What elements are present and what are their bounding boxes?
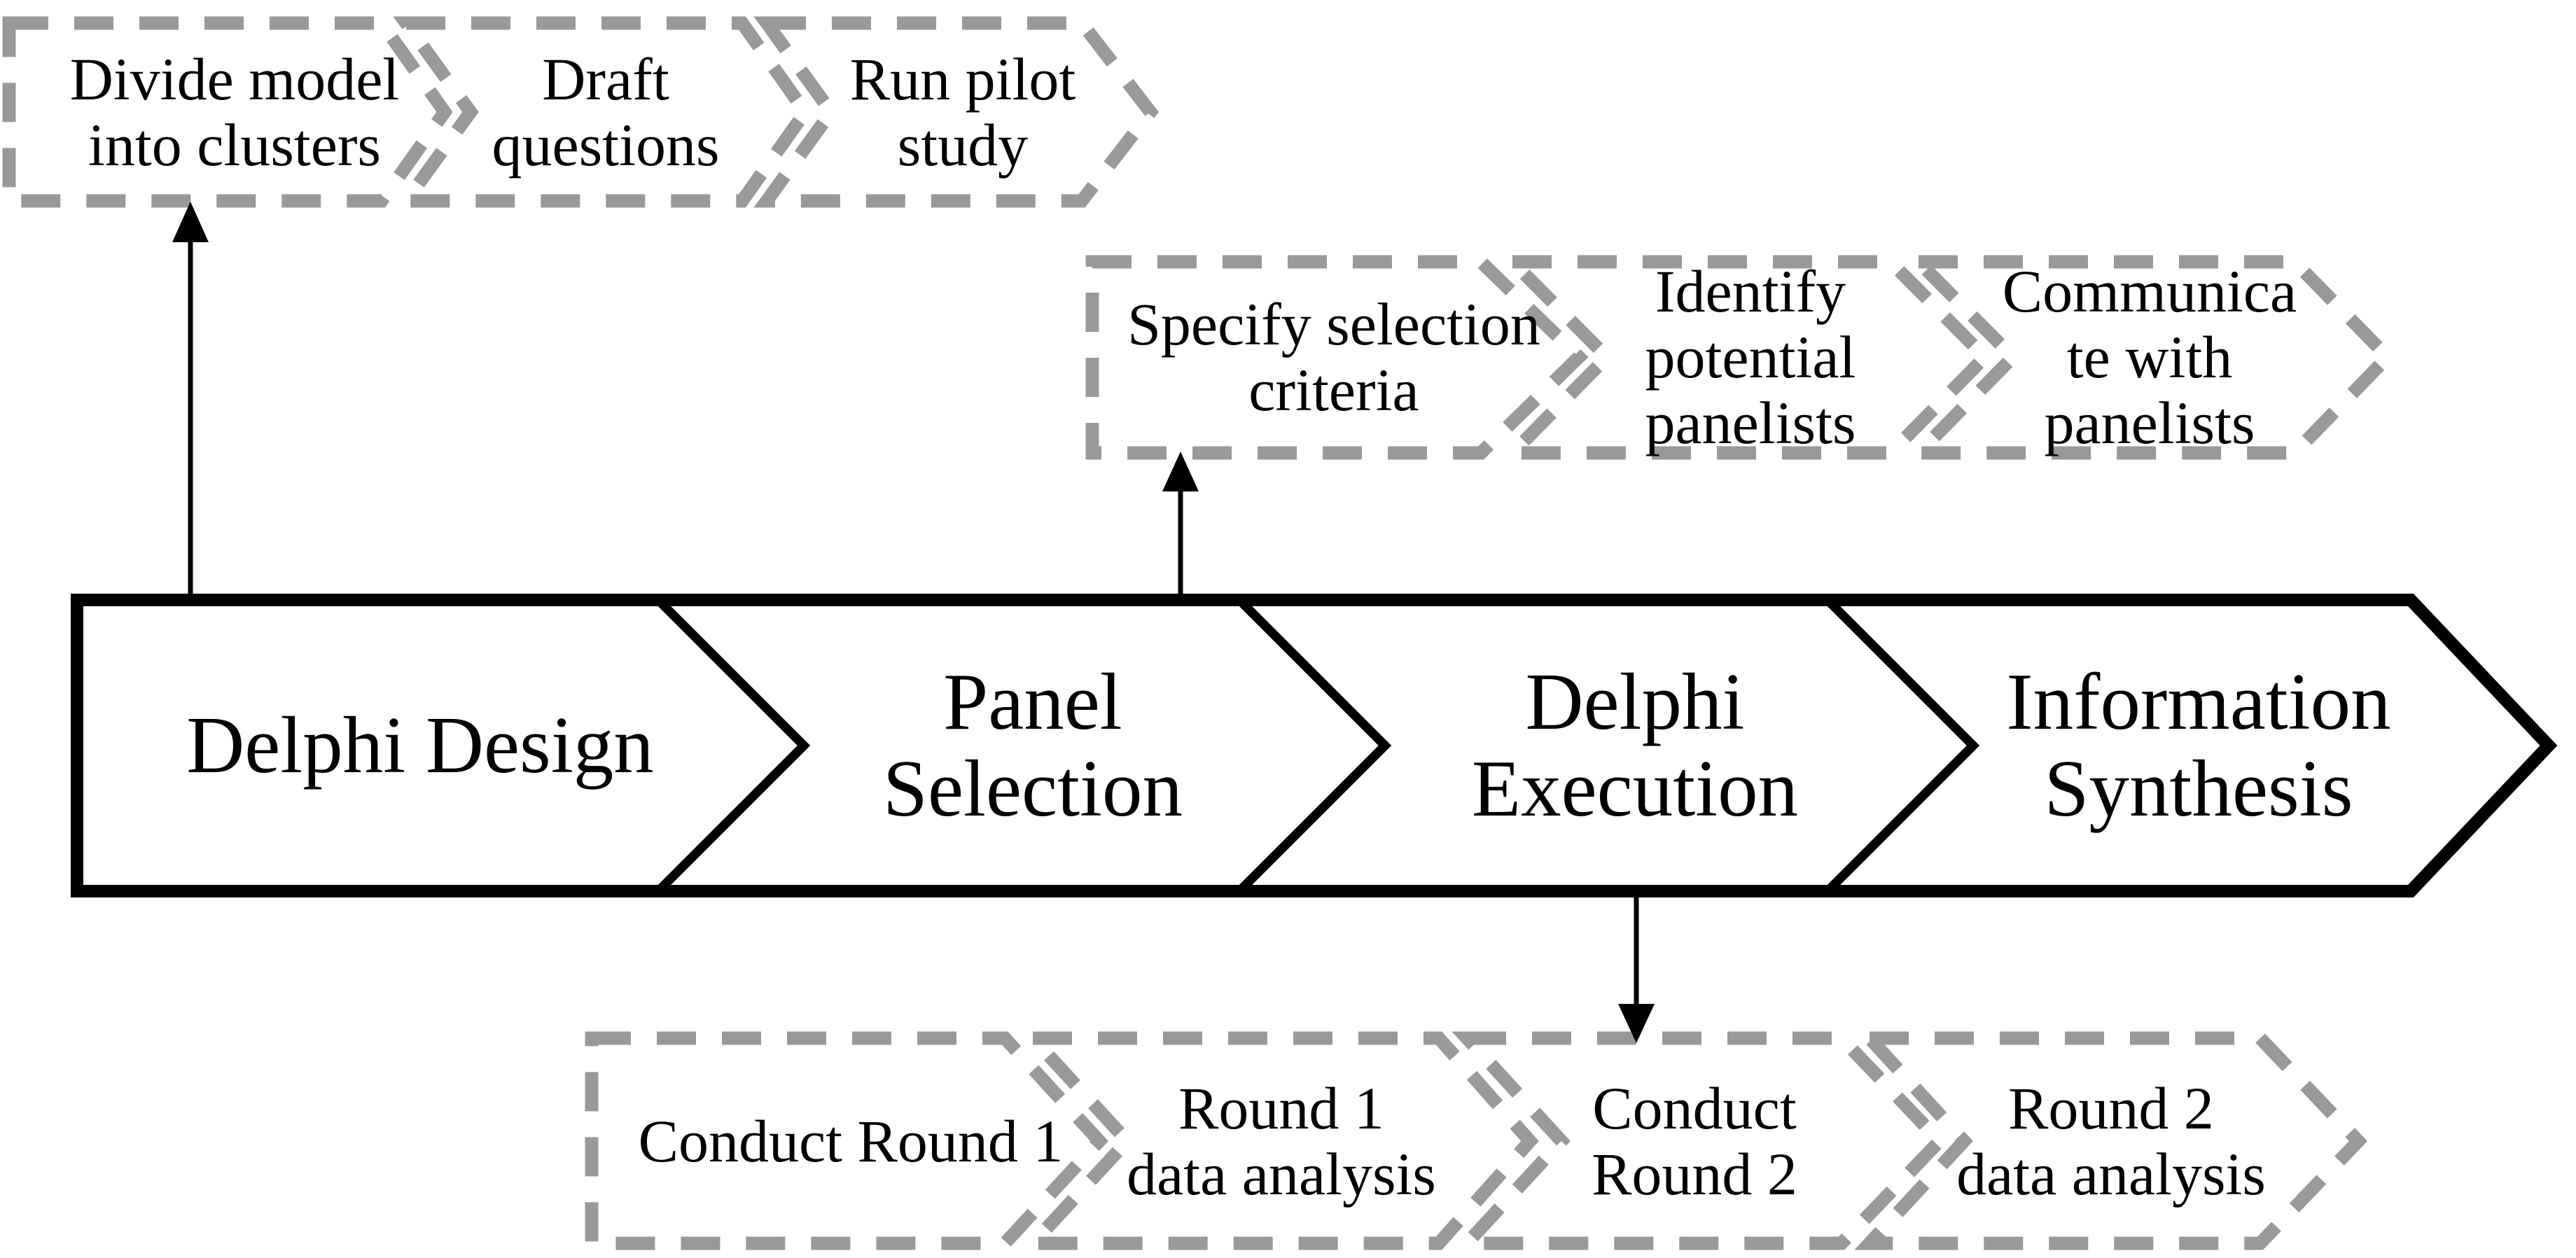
label-line: questions bbox=[492, 111, 720, 179]
stage-label-delphi-design: Delphi Design bbox=[186, 702, 654, 789]
chevron-specify-selection-criteria bbox=[1085, 255, 1589, 460]
arrow-down-icon bbox=[1618, 1004, 1655, 1043]
label-line: Round 2 bbox=[1592, 1140, 1797, 1208]
label-line: Divide model bbox=[69, 46, 400, 113]
main-divider-3 bbox=[1824, 596, 1980, 895]
chevron-identify-potential-panelists bbox=[1496, 255, 1995, 460]
chevron-draft-questions bbox=[393, 16, 814, 208]
step-label-round-2-data-analysis: Round 2 data analysis bbox=[1956, 1075, 2266, 1207]
arrow-up-icon bbox=[172, 202, 209, 242]
label-line: Conduct Round 1 bbox=[638, 1107, 1064, 1175]
main-band-outline bbox=[71, 594, 2558, 897]
step-label-draft-questions: Draft questions bbox=[492, 46, 720, 178]
connectors bbox=[172, 202, 1655, 1043]
label-line: panelists bbox=[2044, 389, 2255, 456]
label-line: criteria bbox=[1248, 356, 1419, 424]
subprocess-group-delphi-design bbox=[2, 16, 1159, 208]
chevron-run-pilot-study bbox=[753, 16, 1159, 208]
main-divider-2 bbox=[1236, 596, 1392, 895]
label-line: study bbox=[897, 111, 1029, 179]
label-line: potential bbox=[1645, 323, 1856, 391]
subprocess-group-panel-selection bbox=[1085, 255, 2397, 460]
label-line: Round 1 bbox=[1178, 1075, 1384, 1142]
label-line: Execution bbox=[1471, 744, 1799, 833]
main-divider-1 bbox=[655, 596, 811, 895]
label-line: Round 2 bbox=[2008, 1075, 2214, 1142]
step-label-round-1-data-analysis: Round 1 data analysis bbox=[1127, 1075, 1436, 1207]
label-line: Communica bbox=[2002, 258, 2297, 325]
step-label-divide-model-into-clusters: Divide model into clusters bbox=[70, 46, 400, 178]
label-line: Delphi bbox=[1525, 657, 1745, 746]
stage-label-panel-selection: Panel Selection bbox=[883, 659, 1183, 832]
step-label-communicate-with-panelists: Communica te with panelists bbox=[2003, 258, 2297, 456]
chevron-communicate-with-panelists bbox=[1902, 255, 2397, 460]
label-line: Draft bbox=[542, 46, 669, 113]
label-line: Synthesis bbox=[2044, 744, 2353, 833]
stage-label-delphi-execution: Delphi Execution bbox=[1472, 659, 1798, 832]
label-line: Run pilot bbox=[849, 46, 1076, 113]
label-line: panelists bbox=[1645, 389, 1856, 456]
arrow-up-icon bbox=[1162, 452, 1199, 491]
label-line: into clusters bbox=[88, 111, 381, 179]
label-line: Delphi Design bbox=[186, 701, 654, 790]
step-label-run-pilot-study: Run pilot study bbox=[850, 46, 1076, 178]
label-line: Identify bbox=[1655, 258, 1846, 325]
chevron-divide-model-into-clusters bbox=[2, 16, 453, 208]
step-label-identify-potential-panelists: Identify potential panelists bbox=[1645, 258, 1856, 456]
label-line: te with bbox=[2066, 323, 2233, 391]
step-label-conduct-round-2: Conduct Round 2 bbox=[1592, 1075, 1797, 1207]
chevron-round-2-data-analysis bbox=[1854, 1031, 2368, 1250]
label-line: data analysis bbox=[1956, 1140, 2266, 1208]
label-line: data analysis bbox=[1127, 1140, 1436, 1208]
step-label-conduct-round-1: Conduct Round 1 bbox=[639, 1108, 1064, 1174]
chevron-conduct-round-2 bbox=[1451, 1031, 1949, 1250]
label-line: Panel bbox=[943, 657, 1122, 746]
label-line: Specify selection bbox=[1127, 291, 1540, 358]
chevron-round-1-data-analysis bbox=[1017, 1031, 1539, 1250]
main-flow-band bbox=[71, 594, 2558, 897]
label-line: Information bbox=[2006, 657, 2391, 746]
step-label-specify-selection-criteria: Specify selection criteria bbox=[1127, 291, 1540, 423]
stage-label-information-synthesis: Information Synthesis bbox=[2006, 659, 2390, 832]
subprocess-group-delphi-execution bbox=[585, 1031, 2368, 1250]
chevron-conduct-round-1 bbox=[585, 1031, 1108, 1250]
label-line: Selection bbox=[883, 744, 1183, 833]
label-line: Conduct bbox=[1592, 1075, 1797, 1142]
